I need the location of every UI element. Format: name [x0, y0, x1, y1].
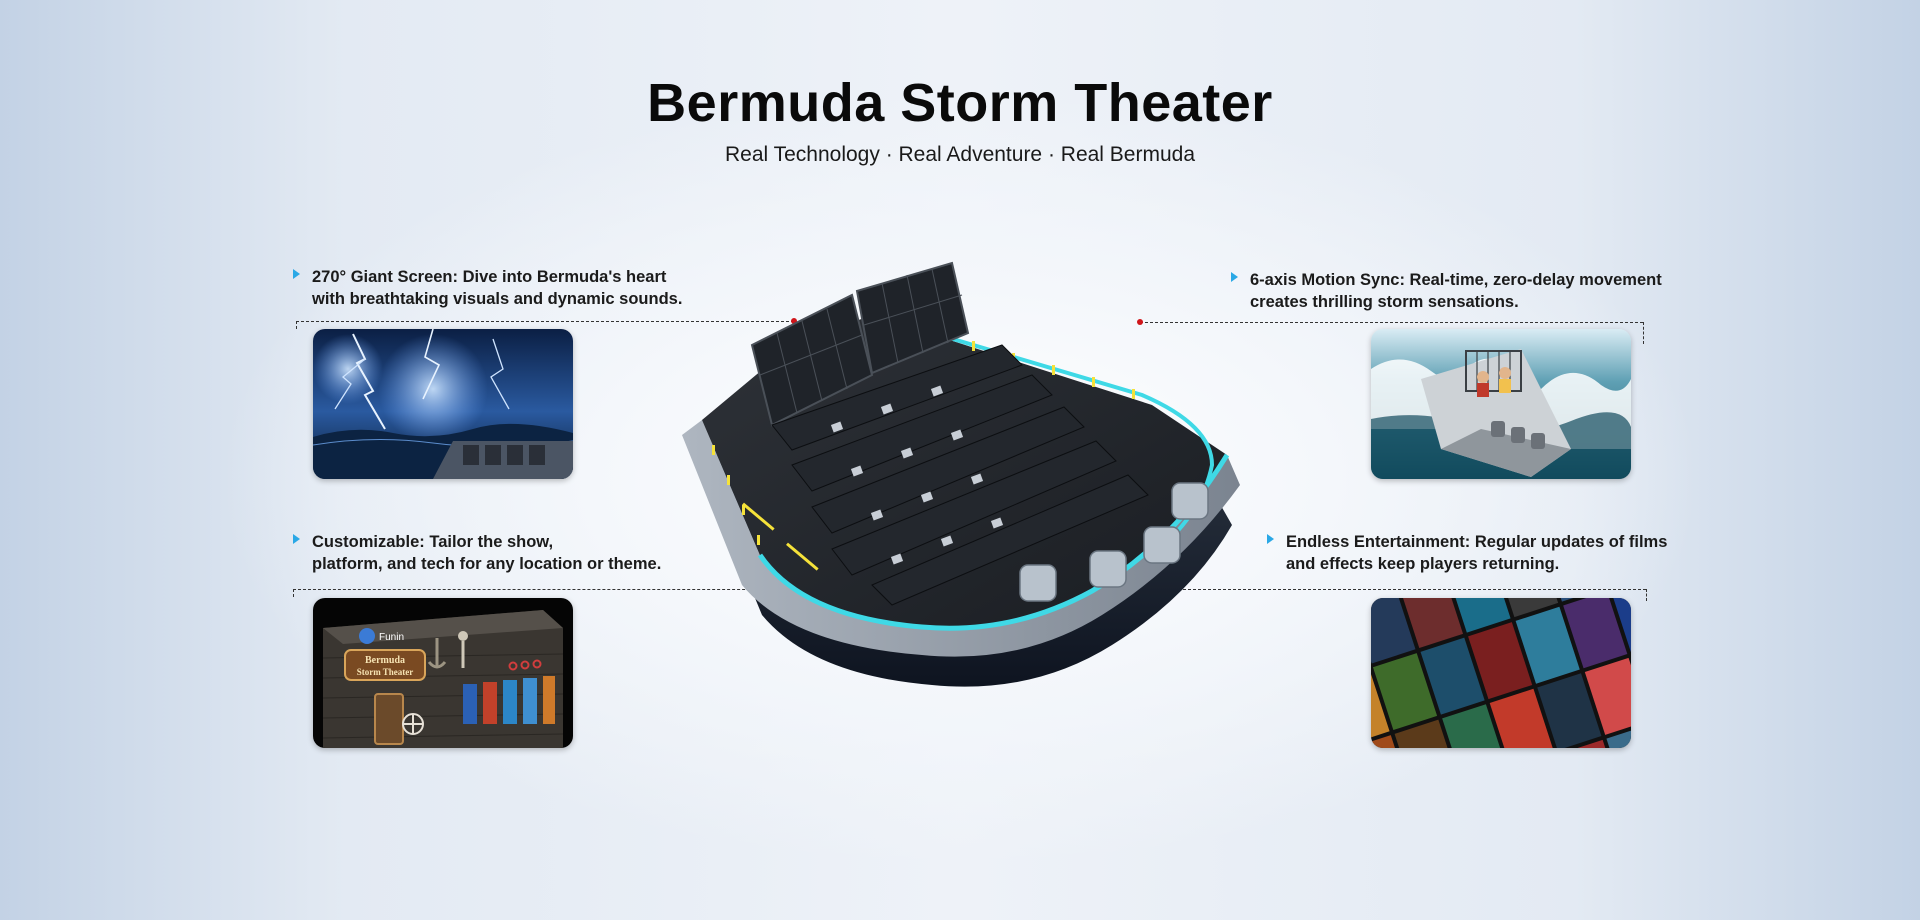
connector-line	[1143, 589, 1646, 590]
facade-sign-line: Bermuda	[365, 655, 405, 666]
connector-line	[1643, 322, 1644, 344]
connector-line	[296, 321, 794, 322]
facade-sign-line: Storm Theater	[357, 667, 414, 677]
bullet-arrow-icon	[293, 269, 300, 279]
feature-text-line: 6-axis Motion Sync: Real-time, zero-dela…	[1250, 271, 1662, 289]
feature-text-line: 270° Giant Screen: Dive into Bermuda's h…	[312, 268, 667, 286]
feature-text-line: and effects keep players returning.	[1286, 555, 1560, 573]
feature-text-line: Customizable: Tailor the show,	[312, 533, 554, 551]
boat-ride-photo	[1371, 329, 1631, 479]
feature-text-line: platform, and tech for any location or t…	[312, 555, 662, 573]
boat-motion-platform	[682, 261, 1240, 687]
page-title: Bermuda Storm Theater	[647, 73, 1273, 133]
marker-dot	[791, 318, 797, 324]
page-subtitle: Real Technology · Real Adventure · Real …	[724, 143, 1196, 166]
theater-facade-photo: Funin Bermuda Storm Theater	[313, 598, 573, 748]
connector-line	[1646, 589, 1647, 601]
bullet-arrow-icon	[293, 534, 300, 544]
feature-endless-entertainment: Endless Entertainment: Regular updates o…	[1267, 531, 1668, 575]
marker-dot	[1137, 319, 1143, 325]
feature-text-line: creates thrilling storm sensations.	[1250, 293, 1519, 311]
bullet-arrow-icon	[1231, 272, 1238, 282]
film-posters-photo	[1371, 598, 1631, 748]
feature-customizable: Customizable: Tailor the show, platform,…	[293, 531, 662, 575]
feature-text-line: Endless Entertainment: Regular updates o…	[1286, 533, 1668, 551]
feature-text-line: with breathtaking visuals and dynamic so…	[312, 290, 683, 308]
connector-line	[293, 589, 795, 590]
storm-screen-photo	[313, 329, 573, 479]
connector-line	[296, 321, 297, 329]
connector-line	[1140, 322, 1643, 323]
connector-line	[293, 589, 294, 597]
feature-giant-screen: 270° Giant Screen: Dive into Bermuda's h…	[293, 266, 683, 310]
bullet-arrow-icon	[1267, 534, 1274, 544]
feature-motion-sync: 6-axis Motion Sync: Real-time, zero-dela…	[1231, 269, 1662, 313]
facade-logo-text: Funin	[379, 632, 404, 643]
